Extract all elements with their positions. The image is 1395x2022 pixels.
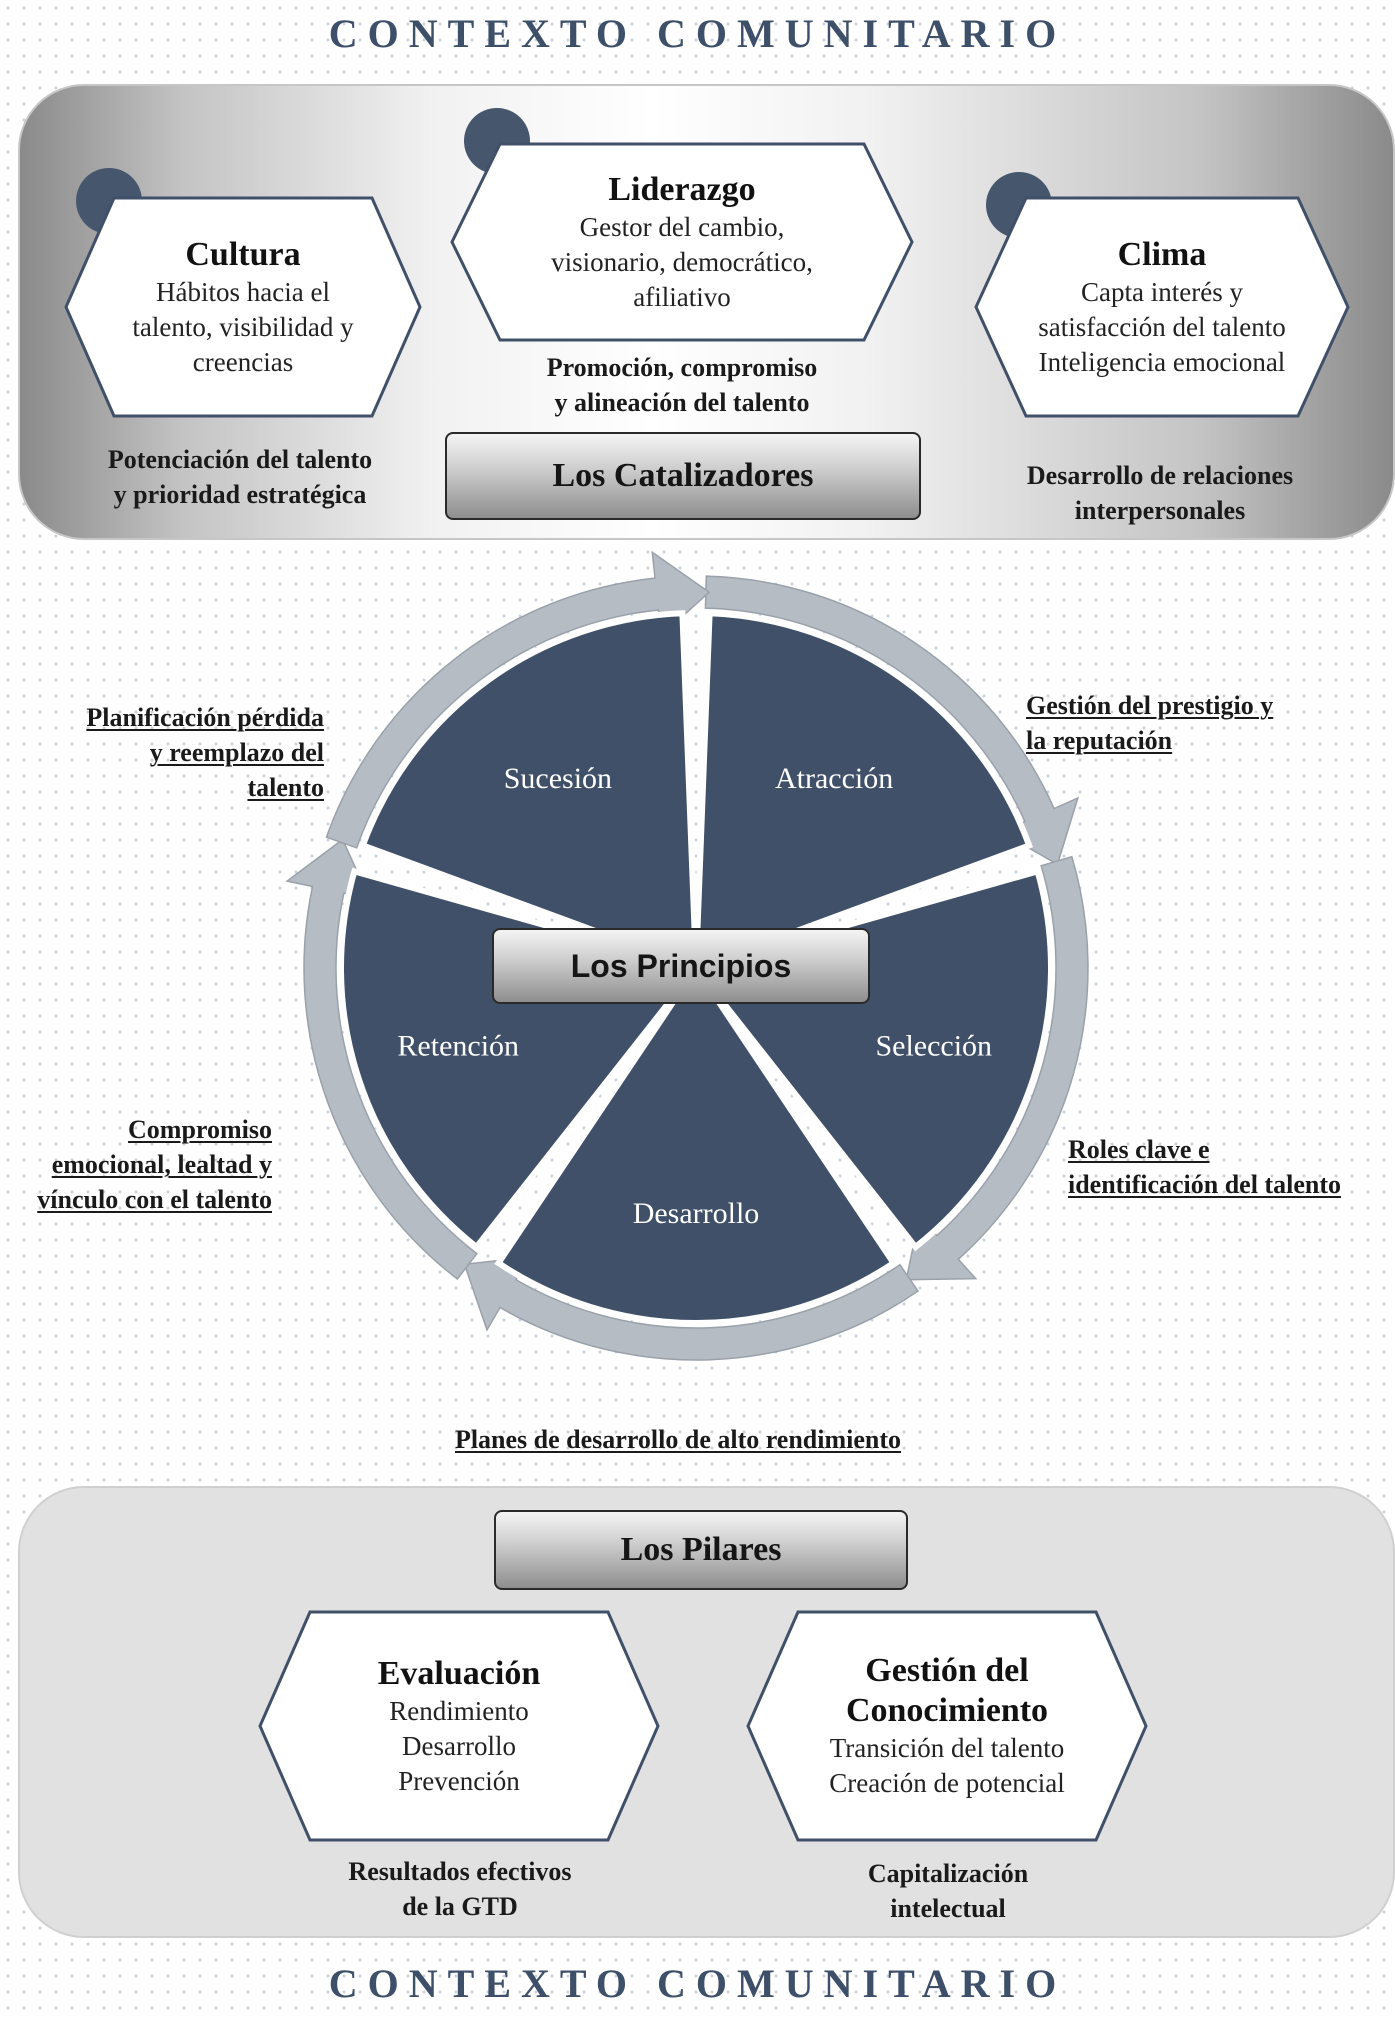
annotation-retencion-3: vínculo con el talento bbox=[37, 1185, 272, 1214]
annotation-sucesion: Planificación pérdida y reemplazo del ta… bbox=[20, 700, 324, 805]
cultura-hexagon: Cultura Hábitos hacia el talento, visibi… bbox=[64, 196, 422, 418]
clima-caption: Desarrollo de relaciones interpersonales bbox=[980, 458, 1340, 528]
annotation-sucesion-3: talento bbox=[247, 773, 324, 802]
segment-label-sucesion: Sucesión bbox=[504, 762, 612, 795]
segment-sucesion bbox=[358, 610, 700, 973]
annotation-seleccion-1: Roles clave e bbox=[1068, 1135, 1210, 1164]
clima-line-2: satisfacción del talento bbox=[1038, 311, 1286, 342]
cultura-caption: Potenciación del talento y prioridad est… bbox=[60, 442, 420, 512]
evaluacion-caption: Resultados efectivos de la GTD bbox=[280, 1854, 640, 1924]
banner-bottom: CONTEXTO COMUNITARIO bbox=[328, 1961, 1067, 2006]
liderazgo-caption-1: Promoción, compromiso bbox=[546, 353, 818, 382]
clima-caption-2: interpersonales bbox=[1074, 496, 1246, 525]
segment-atraccion bbox=[692, 610, 1034, 973]
banner-top: CONTEXTO COMUNITARIO bbox=[328, 11, 1067, 56]
conocimiento-title-1: Gestión del bbox=[865, 1652, 1029, 1689]
conocimiento-line-2: Creación de potencial bbox=[829, 1768, 1065, 1798]
annotation-seleccion: Roles clave e identificación del talento bbox=[1068, 1132, 1388, 1202]
cultura-title: Cultura bbox=[185, 235, 301, 273]
annotation-atraccion: Gestión del prestigio y la reputación bbox=[1026, 688, 1366, 758]
liderazgo-caption: Promoción, compromiso y alineación del t… bbox=[480, 350, 884, 420]
clima-line-3: Inteligencia emocional bbox=[1038, 346, 1286, 377]
clima-line-1: Capta interés y bbox=[1081, 276, 1243, 307]
evaluacion-line-1: Rendimiento bbox=[389, 1695, 529, 1726]
annotation-sucesion-2: y reemplazo del bbox=[149, 738, 324, 767]
cultura-caption-2: y prioridad estratégica bbox=[113, 480, 367, 509]
annotation-desarrollo: Planes de desarrollo de alto rendimiento bbox=[454, 1425, 902, 1454]
clima-caption-1: Desarrollo de relaciones bbox=[1026, 461, 1294, 490]
annotation-sucesion-1: Planificación pérdida bbox=[86, 703, 324, 732]
annotation-atraccion-1: Gestión del prestigio y bbox=[1026, 691, 1274, 720]
liderazgo-caption-2: y alineación del talento bbox=[554, 388, 810, 417]
cultura-line-3: creencias bbox=[192, 346, 294, 377]
annotation-seleccion-2: identificación del talento bbox=[1068, 1170, 1341, 1199]
liderazgo-title: Liderazgo bbox=[608, 170, 756, 208]
principios-segment-labels: Atracción Selección Desarrollo Retención… bbox=[397, 762, 992, 1230]
conocimiento-line-1: Transición del talento bbox=[829, 1733, 1065, 1763]
pilares-title-box: Los Pilares bbox=[494, 1510, 908, 1590]
cultura-caption-1: Potenciación del talento bbox=[107, 445, 373, 474]
cultura-line-2: talento, visibilidad y bbox=[132, 311, 354, 342]
annotation-retencion: Compromiso emocional, lealtad y vínculo … bbox=[0, 1112, 272, 1217]
arrow-sucesion bbox=[325, 550, 711, 849]
principios-title-box: Los Principios bbox=[492, 928, 870, 1004]
evaluacion-line-3: Prevención bbox=[398, 1765, 520, 1796]
segment-label-desarrollo: Desarrollo bbox=[633, 1197, 760, 1230]
annotation-atraccion-2: la reputación bbox=[1026, 726, 1173, 755]
evaluacion-caption-2: de la GTD bbox=[402, 1892, 518, 1921]
evaluacion-line-2: Desarrollo bbox=[402, 1730, 516, 1761]
conocimiento-hexagon: Gestión del Conocimiento Transición del … bbox=[746, 1610, 1148, 1842]
annotation-retencion-2: emocional, lealtad y bbox=[51, 1150, 272, 1179]
liderazgo-line-1: Gestor del cambio, bbox=[579, 211, 785, 242]
annotation-retencion-1: Compromiso bbox=[128, 1115, 272, 1144]
segment-label-seleccion: Selección bbox=[875, 1029, 992, 1062]
conocimiento-caption: Capitalización intelectual bbox=[768, 1856, 1128, 1926]
segment-desarrollo bbox=[494, 962, 898, 1326]
cultura-line-1: Hábitos hacia el bbox=[156, 276, 330, 307]
evaluacion-caption-1: Resultados efectivos bbox=[348, 1857, 572, 1886]
evaluacion-title: Evaluación bbox=[377, 1654, 541, 1692]
catalizadores-title-box: Los Catalizadores bbox=[445, 432, 921, 520]
segment-label-atraccion: Atracción bbox=[775, 762, 893, 795]
liderazgo-line-3: afiliativo bbox=[633, 281, 731, 312]
conocimiento-caption-2: intelectual bbox=[890, 1894, 1006, 1923]
liderazgo-hexagon: Liderazgo Gestor del cambio, visionario,… bbox=[450, 142, 914, 342]
clima-hexagon: Clima Capta interés y satisfacción del t… bbox=[974, 196, 1350, 418]
segment-label-retencion: Retención bbox=[397, 1029, 519, 1062]
conocimiento-caption-1: Capitalización bbox=[867, 1859, 1029, 1888]
evaluacion-hexagon: Evaluación Rendimiento Desarrollo Preven… bbox=[258, 1610, 660, 1842]
conocimiento-title-2: Conocimiento bbox=[845, 1692, 1049, 1729]
clima-title: Clima bbox=[1117, 235, 1207, 273]
liderazgo-line-2: visionario, democrático, bbox=[551, 246, 813, 277]
